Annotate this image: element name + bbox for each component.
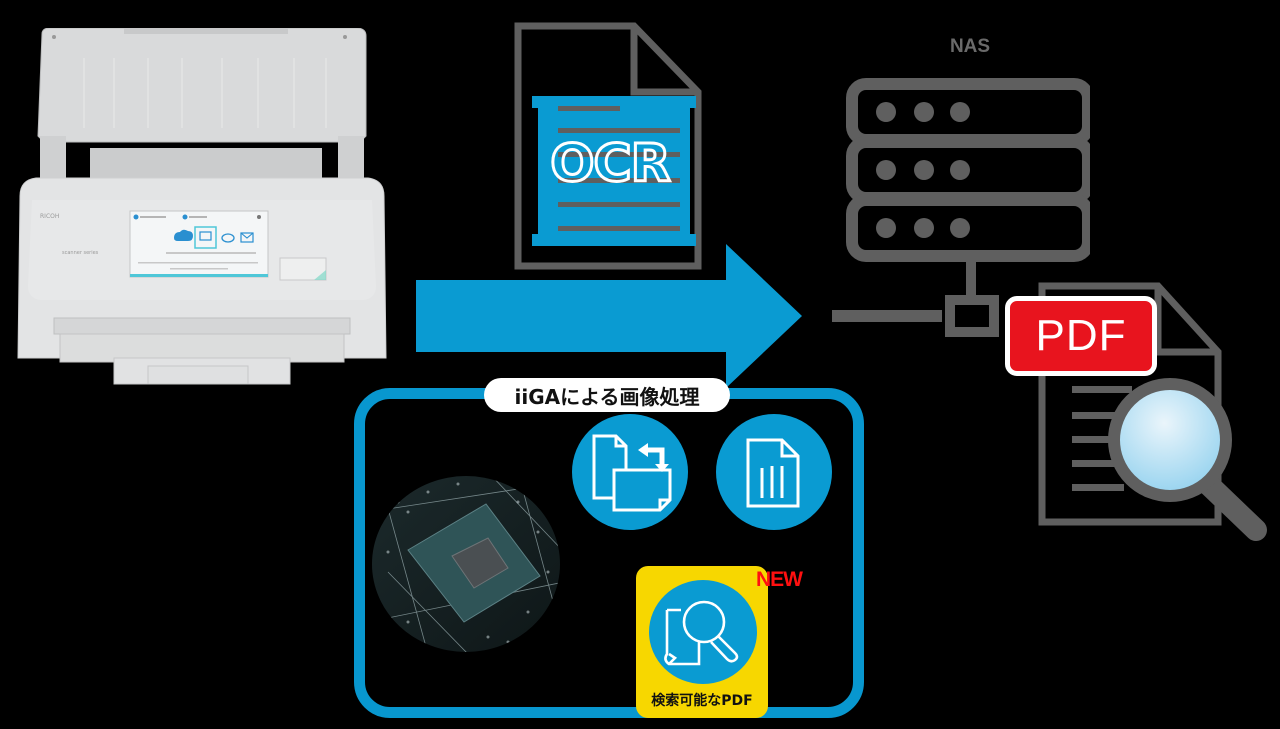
server-stack-icon (830, 74, 1090, 344)
page-rotate-icon (572, 414, 688, 530)
document-scanner-image: RICOH scanner series (14, 28, 390, 388)
iiga-title: iiGAによる画像処理 (514, 384, 700, 409)
iiga-title-pill: iiGAによる画像処理 (484, 378, 730, 412)
new-badge: NEW (756, 568, 803, 591)
searchable-pdf-caption: 検索可能なPDF (651, 693, 753, 709)
pdf-badge-label: PDF (1035, 311, 1127, 360)
ocr-document-icon: OCR (512, 20, 704, 272)
processor-chip-image (368, 472, 564, 654)
searchable-pdf-icon (649, 580, 757, 684)
right-arrow-icon (414, 240, 804, 390)
svg-text:RICOH: RICOH (40, 213, 59, 220)
pdf-badge: PDF (1005, 296, 1157, 376)
nas-label: NAS (949, 36, 991, 57)
svg-text:scanner series: scanner series (62, 250, 99, 256)
searchable-pdf-feature: 検索可能なPDF (636, 566, 768, 718)
ocr-label: OCR (549, 134, 672, 194)
page-split-icon (716, 414, 832, 530)
